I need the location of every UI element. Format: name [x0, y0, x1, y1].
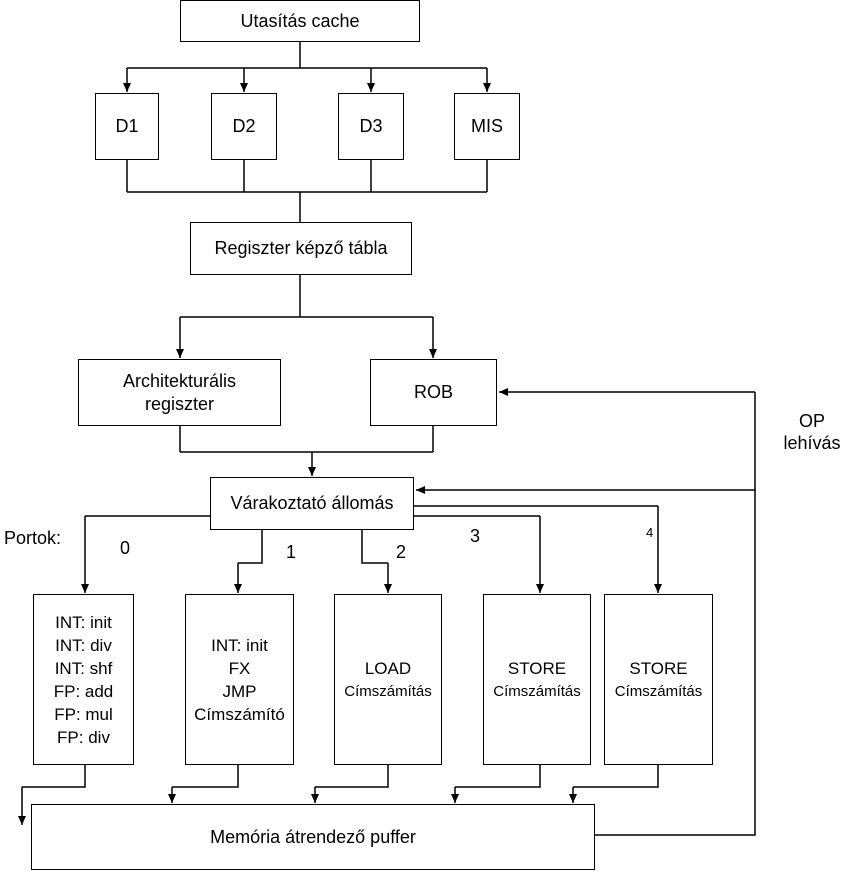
- port2-op-2: Címszámítás: [344, 682, 432, 700]
- port3-op-1: STORE: [507, 658, 567, 678]
- port0-op-6: FP: div: [57, 727, 110, 747]
- port0-op-4: FP: add: [53, 681, 114, 701]
- instruction-cache: Utasítás cache: [180, 0, 420, 42]
- port1-op-2: FX: [228, 658, 251, 678]
- memory-ordering-buffer-label: Memória átrendező puffer: [210, 826, 416, 847]
- port1-execution-unit: INT: init FX JMP Címszámító: [185, 594, 294, 765]
- architectural-register: Architekturális regiszter: [78, 359, 281, 426]
- port-number-3: 3: [470, 526, 481, 546]
- memory-ordering-buffer: Memória átrendező puffer: [31, 804, 595, 870]
- port-number-0: 0: [120, 538, 131, 558]
- decoder-mis: MIS: [454, 93, 520, 160]
- decoder-d3: D3: [338, 93, 404, 160]
- decoder-mis-label: MIS: [470, 116, 503, 136]
- decoder-d2: D2: [211, 93, 277, 160]
- port1-op-3: JMP: [222, 681, 257, 701]
- port-number-2: 2: [396, 542, 407, 562]
- port0-op-1: INT: init: [55, 612, 112, 632]
- reorder-buffer-label: ROB: [413, 382, 453, 402]
- port-number-4: 4: [646, 525, 654, 540]
- port3-op-2: Címszámítás: [493, 682, 581, 700]
- port-number-1: 1: [286, 542, 297, 562]
- port4-op-2: Címszámítás: [614, 682, 703, 700]
- register-alias-table-label: Regiszter képző tábla: [214, 238, 388, 258]
- port0-op-3: INT: shf: [54, 658, 113, 678]
- port4-store-unit: STORE Címszámítás: [604, 594, 713, 765]
- reservation-station: Várakoztató állomás: [210, 477, 414, 530]
- architectural-register-label-2: regiszter: [144, 393, 215, 414]
- decoder-d3-label: D3: [359, 116, 383, 136]
- reorder-buffer: ROB: [370, 359, 497, 426]
- decoders-to-rat: [126, 160, 488, 222]
- decoder-d1: D1: [95, 93, 159, 160]
- port1-op-4: Címszámító: [194, 704, 285, 724]
- port0-execution-unit: INT: init INT: div INT: shf FP: add FP: …: [33, 594, 134, 765]
- port2-load-unit: LOAD Címszámítás: [334, 594, 442, 765]
- op-fetch-label-1: OP: [798, 411, 825, 431]
- reservation-station-label: Várakoztató állomás: [230, 493, 394, 513]
- cache-to-decoders: [127, 42, 487, 69]
- port3-store-unit: STORE Címszámítás: [483, 594, 591, 765]
- op-fetch-label: OP lehívás: [772, 410, 852, 454]
- port0-op-5: FP: mul: [54, 704, 113, 724]
- instruction-cache-label: Utasítás cache: [240, 10, 360, 31]
- register-alias-table: Regiszter képző tábla: [190, 222, 412, 275]
- port2-op-1: LOAD: [364, 658, 412, 678]
- port1-op-1: INT: init: [211, 635, 268, 655]
- decoder-d1-label: D1: [115, 116, 139, 136]
- architectural-register-label-1: Architekturális: [122, 370, 237, 391]
- port4-op-1: STORE: [629, 658, 688, 678]
- op-fetch-label-2: lehívás: [783, 433, 841, 453]
- decoder-d2-label: D2: [232, 116, 256, 136]
- port0-op-2: INT: div: [55, 635, 112, 655]
- ports-label: Portok:: [4, 528, 62, 548]
